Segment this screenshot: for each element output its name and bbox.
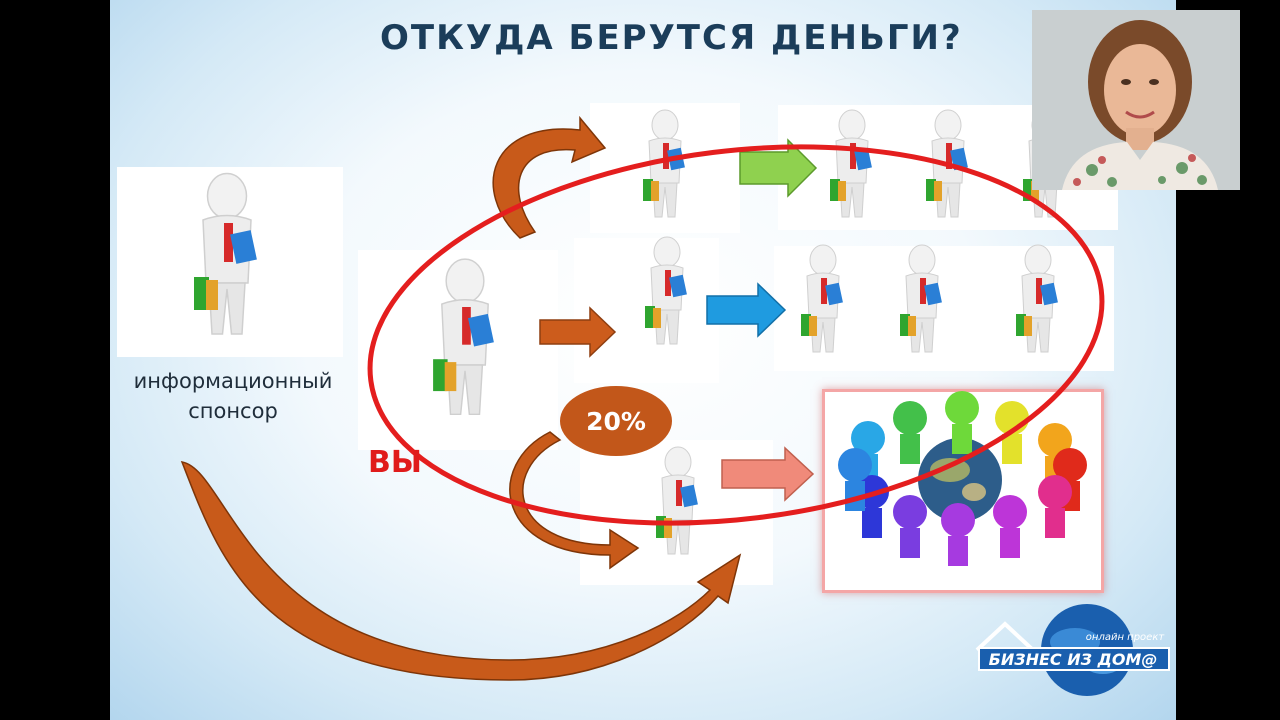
logo-top-text: онлайн проект [1086, 632, 1166, 643]
sponsor-label: информационный спонсор [110, 366, 358, 426]
logo-main-text: БИЗНЕС ИЗ ДОМ@ [989, 650, 1158, 669]
arrow-pink [722, 448, 813, 500]
presentation-slide: ОТКУДА БЕРУТСЯ ДЕНЬГИ? [110, 0, 1176, 720]
you-label: ВЫ [368, 445, 422, 480]
business-logo: онлайн проект БИЗНЕС ИЗ ДОМ@ [975, 602, 1175, 700]
curved-arrow-bottom [182, 462, 740, 680]
presenter-portrait [1032, 10, 1240, 190]
globe-with-people [838, 391, 1087, 566]
arrow-blue [707, 284, 785, 336]
percent-badge: 20% [560, 386, 672, 456]
presenter-photo [1032, 10, 1240, 190]
arrow-you-to-row2 [540, 308, 615, 356]
